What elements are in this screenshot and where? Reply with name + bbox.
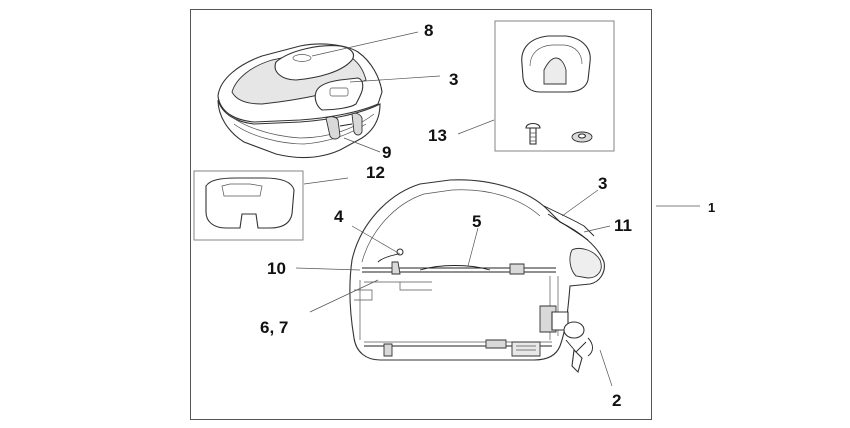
callout-3-top-case: 3 xyxy=(449,70,458,89)
leader-4 xyxy=(351,225,401,255)
inner-mat-box xyxy=(193,170,304,241)
callout-12: 12 xyxy=(366,163,385,182)
leader-12 xyxy=(303,177,349,185)
leader-lines xyxy=(295,31,700,387)
leader-67 xyxy=(309,279,379,313)
callout-2: 2 xyxy=(612,391,621,410)
callout-4: 4 xyxy=(334,207,344,226)
callout-6-7: 6, 7 xyxy=(260,318,288,337)
leader-10 xyxy=(295,267,361,271)
callout-11: 11 xyxy=(614,216,632,235)
callout-10: 10 xyxy=(267,259,286,278)
leader-5 xyxy=(467,227,479,267)
callout-1: 1 xyxy=(708,200,715,215)
callout-13: 13 xyxy=(428,126,447,145)
callout-8: 8 xyxy=(424,21,433,40)
top-case-illustration xyxy=(217,43,383,158)
callout-3-main-case: 3 xyxy=(598,174,607,193)
leader-3b xyxy=(561,189,599,217)
diagram-frame xyxy=(190,9,652,420)
leader-8 xyxy=(311,31,419,57)
leader-11 xyxy=(583,225,611,233)
callout-9: 9 xyxy=(382,143,391,162)
leader-3a xyxy=(349,75,441,83)
callout-5: 5 xyxy=(472,212,481,231)
leader-9 xyxy=(343,137,381,153)
leader-13 xyxy=(457,119,495,135)
backrest-kit-box xyxy=(494,20,615,152)
callout-labels: 1 2 3 3 4 5 6, 7 8 9 10 11 12 13 xyxy=(260,21,715,410)
leader-2 xyxy=(599,349,613,387)
main-case-illustration xyxy=(349,179,605,374)
